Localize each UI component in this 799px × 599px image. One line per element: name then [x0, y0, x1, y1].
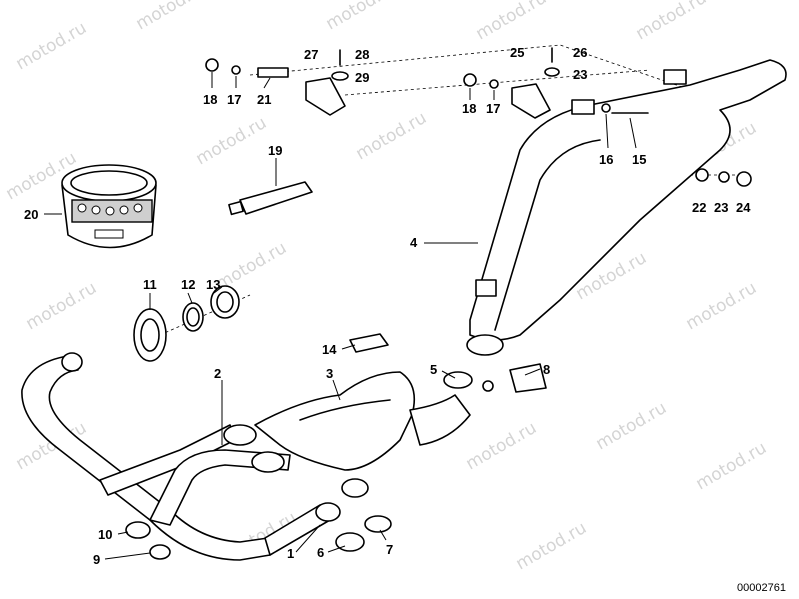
callout-14: 14 — [322, 342, 337, 357]
watermark-text: motod.ru — [323, 0, 401, 34]
callout-28: 28 — [355, 47, 369, 62]
watermark-text: motod.ru — [193, 113, 271, 169]
watermark-text: motod.ru — [693, 438, 771, 494]
callout-19: 19 — [268, 143, 282, 158]
callout-8: 8 — [543, 362, 550, 377]
callout-10: 10 — [98, 527, 112, 542]
watermark-text: motod.ru — [593, 398, 671, 454]
callout-27: 27 — [304, 47, 318, 62]
callout-7: 7 — [386, 542, 393, 557]
callout-18: 18 — [462, 101, 476, 116]
collector-box — [254, 371, 471, 498]
callout-26: 26 — [573, 45, 587, 60]
callout-11: 11 — [143, 277, 157, 292]
callout-17: 17 — [486, 101, 500, 116]
callout-18: 18 — [203, 92, 217, 107]
callout-24: 24 — [736, 200, 751, 215]
callout-20: 20 — [24, 207, 38, 222]
leader-lines — [44, 72, 637, 560]
callout-12: 12 — [181, 277, 195, 292]
clamps-hardware — [125, 47, 752, 560]
callout-4: 4 — [410, 235, 418, 250]
callout-16: 16 — [599, 152, 613, 167]
callout-29: 29 — [355, 70, 369, 85]
watermark-text: motod.ru — [133, 0, 211, 34]
callout-1: 1 — [287, 546, 294, 561]
watermark-text: motod.ru — [513, 518, 591, 574]
callout-3: 3 — [326, 366, 333, 381]
callout-labels: 1 2 3 4 5 6 7 8 9 10 11 12 13 14 15 16 1… — [24, 45, 751, 567]
callout-17: 17 — [227, 92, 241, 107]
callout-13: 13 — [206, 277, 220, 292]
callout-15: 15 — [632, 152, 646, 167]
callout-21: 21 — [257, 92, 271, 107]
callout-23: 23 — [714, 200, 728, 215]
callout-22: 22 — [692, 200, 706, 215]
watermark-text: motod.ru — [23, 278, 101, 334]
paste-tube — [228, 181, 313, 216]
callout-6: 6 — [317, 545, 324, 560]
sealing-parts — [133, 285, 240, 362]
watermark-text: motod.ru — [473, 0, 551, 44]
callout-23: 23 — [573, 67, 587, 82]
watermark-text: motod.ru — [13, 18, 91, 74]
callout-2: 2 — [214, 366, 221, 381]
callout-25: 25 — [510, 45, 524, 60]
watermark-text: motod.ru — [683, 278, 761, 334]
document-number: 00002761 — [737, 582, 786, 594]
watermark-text: motod.ru — [633, 0, 711, 44]
muffler — [466, 59, 787, 356]
exhaust-headers — [21, 352, 341, 561]
watermark-text: motod.ru — [463, 418, 541, 474]
callout-5: 5 — [430, 362, 437, 377]
paste-can — [61, 164, 157, 249]
watermark-text: motod.ru — [353, 108, 431, 164]
callout-9: 9 — [93, 552, 100, 567]
